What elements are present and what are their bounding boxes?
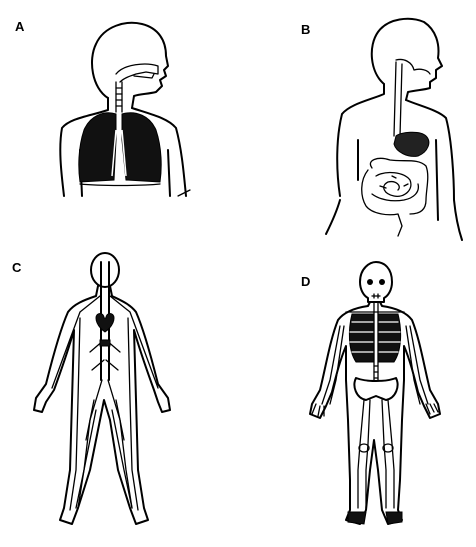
panel-label-d: D [301, 274, 311, 289]
panel-label-b: B [301, 22, 311, 37]
panel-label-a: A [15, 19, 25, 34]
digestive-system-illustration [325, 17, 463, 241]
panel-label-c: C [12, 260, 22, 275]
respiratory-system-illustration [59, 21, 191, 197]
circulatory-system-illustration [33, 252, 171, 525]
skeletal-system-illustration [309, 261, 441, 525]
